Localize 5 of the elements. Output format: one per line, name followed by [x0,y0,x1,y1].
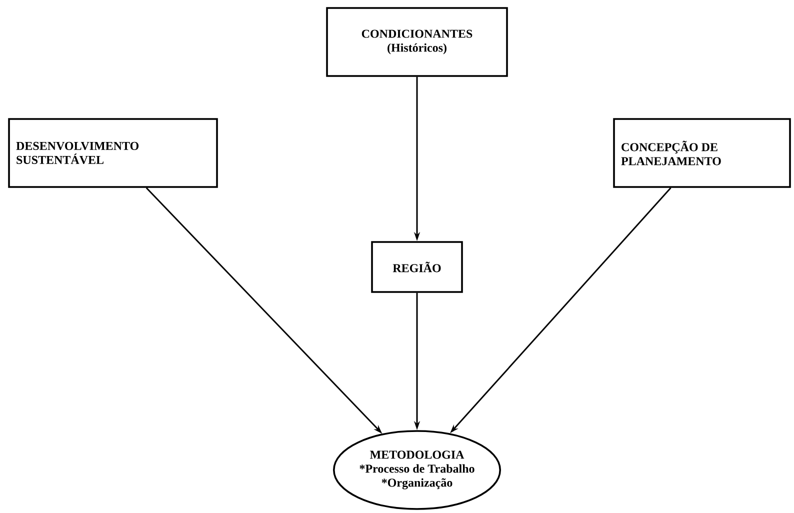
ellipse-node: METODOLOGIA *Processo de Trabalho *Organização [332,430,502,510]
process-box: CONCEPÇÃO DE PLANEJAMENTO [613,118,791,188]
process-box: REGIÃO [371,241,463,293]
process-box: DESENVOLVIMENTO SUSTENTÁVEL [8,118,218,188]
process-box: CONDICIONANTES (Históricos) [326,7,508,77]
